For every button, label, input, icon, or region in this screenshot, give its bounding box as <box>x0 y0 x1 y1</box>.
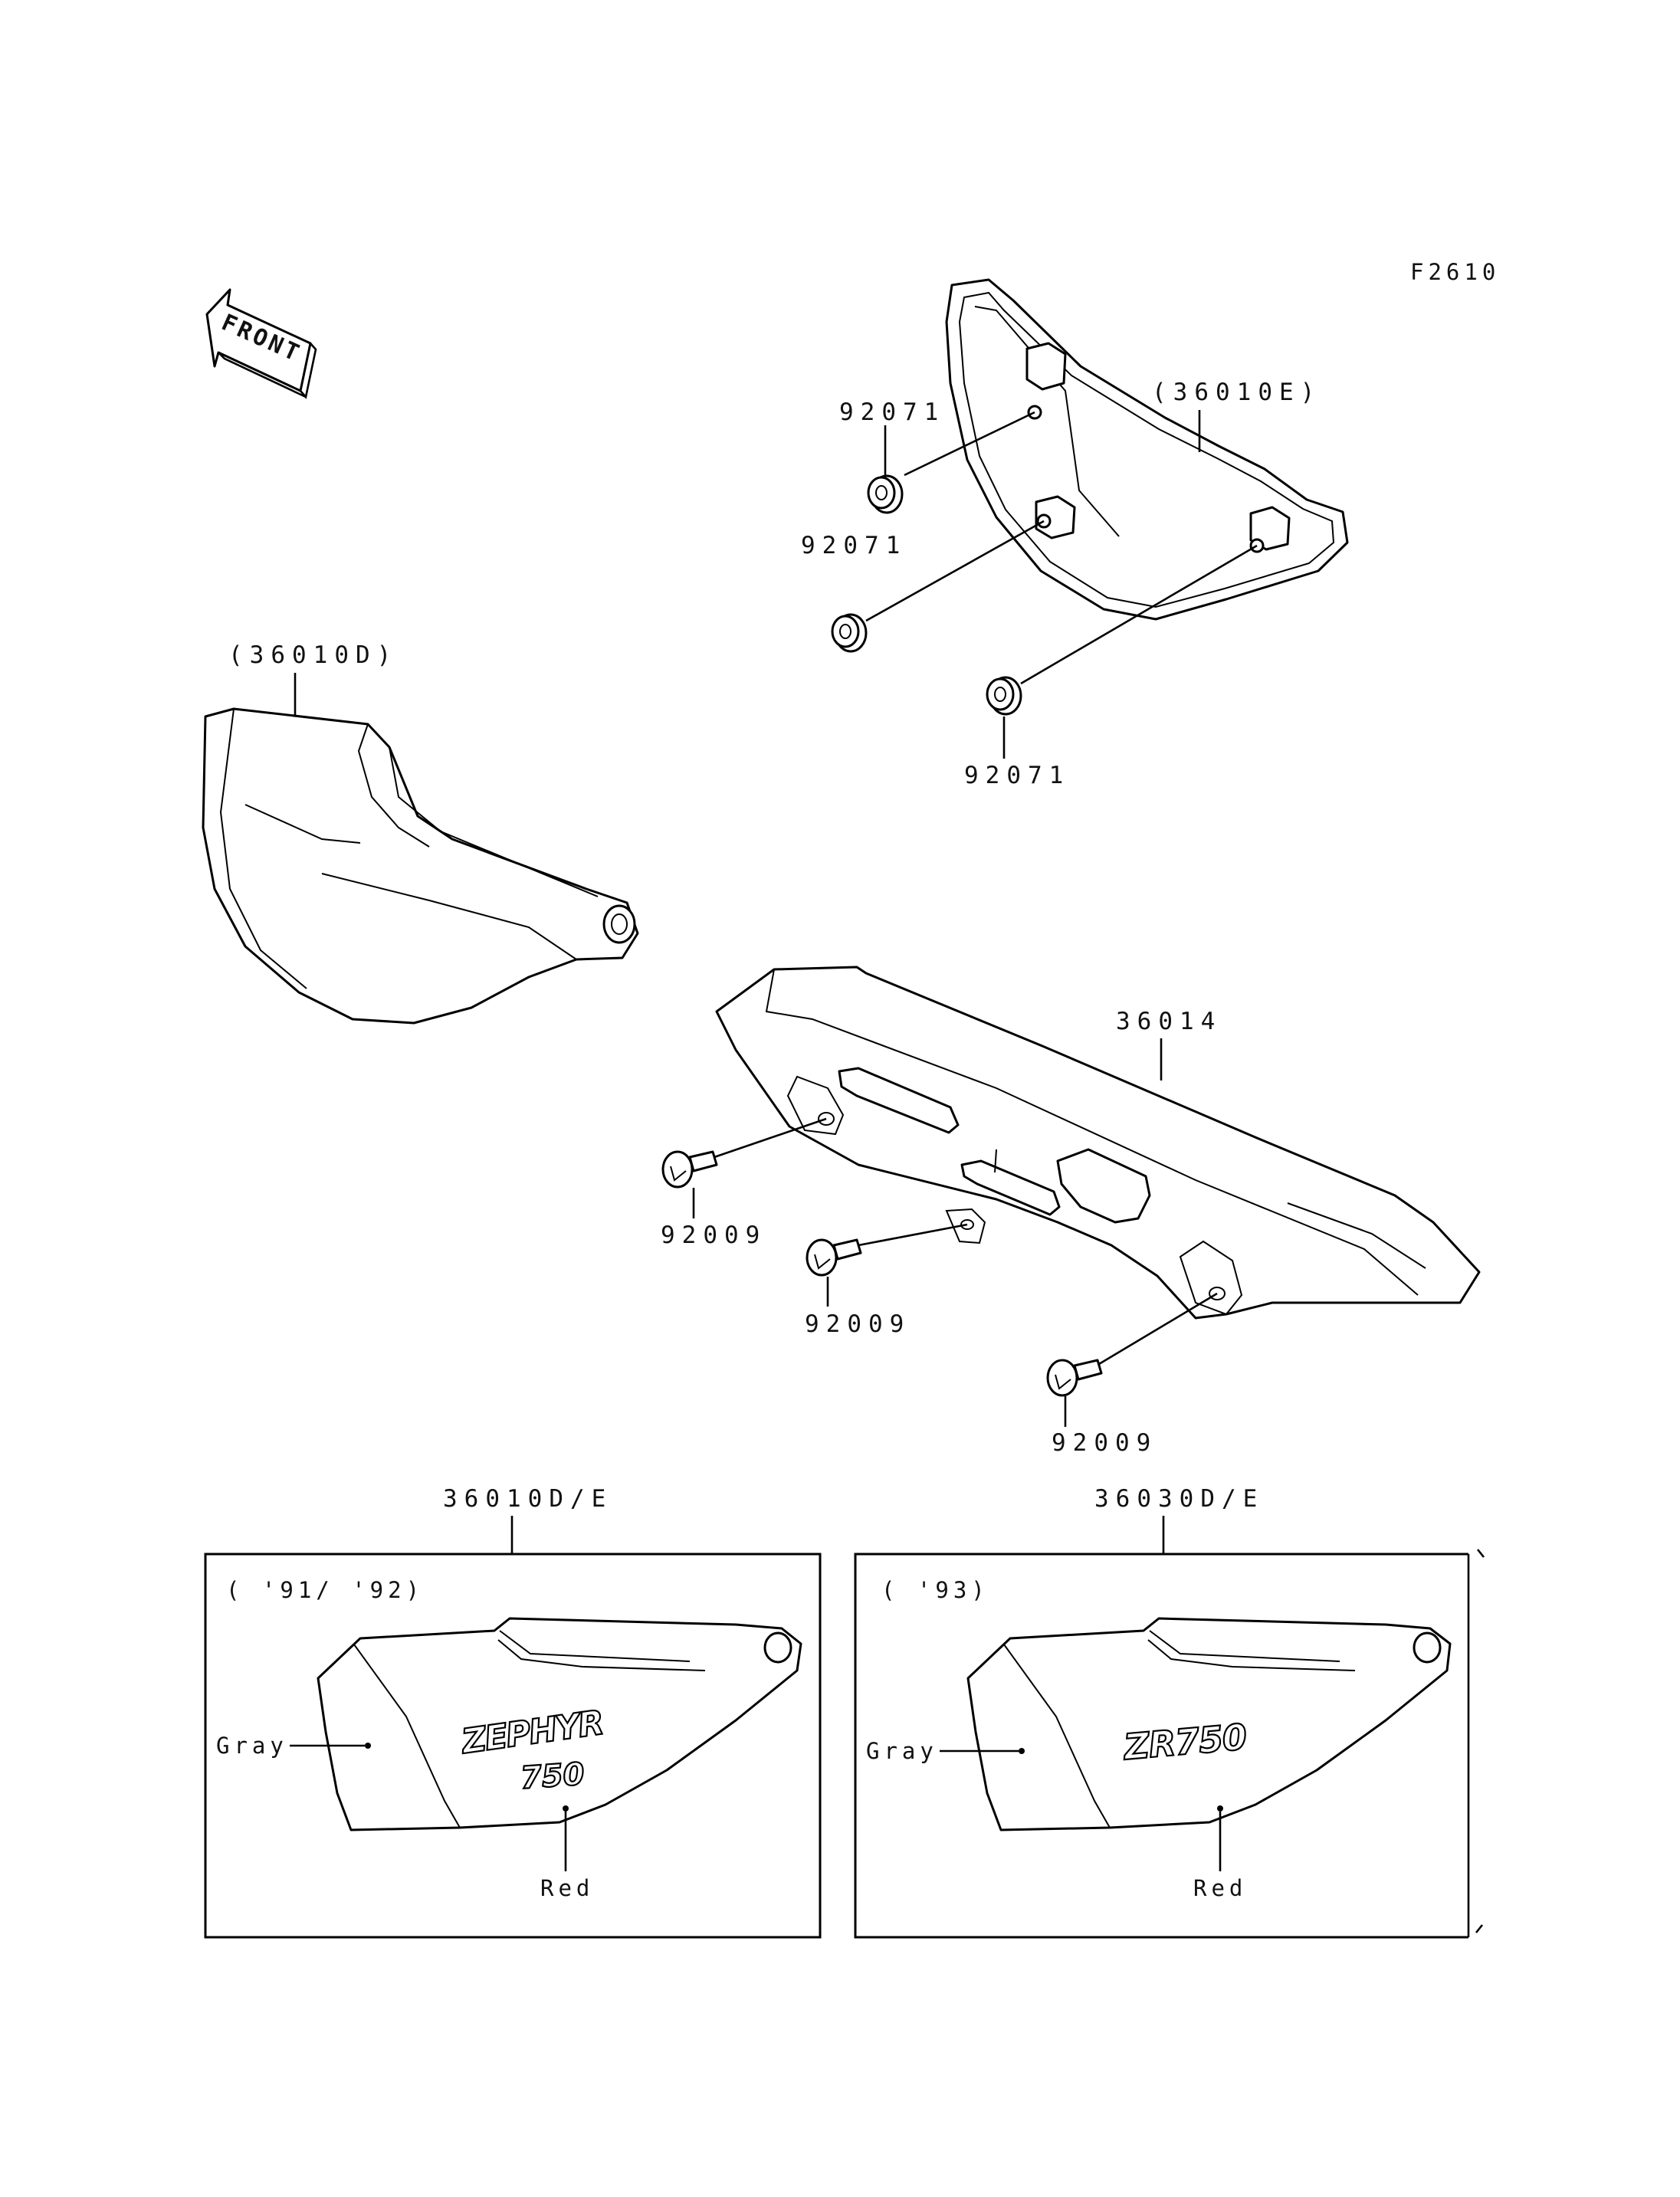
screw-3 <box>1046 1359 1103 1397</box>
variant-left-color-1: Gray <box>216 1733 288 1759</box>
variant-left-cover <box>317 1617 802 1831</box>
variant-left-label: 36010D/E <box>443 1485 612 1513</box>
variant-right-color-2: Red <box>1193 1875 1247 1901</box>
figure-code: F2610 <box>1410 259 1500 285</box>
callout-grommet-1: 92071 <box>839 398 945 426</box>
callout-grommet-3: 92071 <box>964 762 1070 789</box>
variant-right-color-1: Gray <box>866 1738 938 1764</box>
screw-2 <box>806 1238 862 1277</box>
variant-box-left: 36010D/E ( '91/ '92) ZEPHYR 750 Gray Red <box>204 1485 822 1939</box>
callout-grommet-2: 92071 <box>801 532 907 559</box>
side-cover-right <box>945 278 1349 621</box>
variant-right-cover <box>966 1617 1452 1831</box>
variant-right-years: ( '93) <box>881 1577 989 1603</box>
callout-screw-2: 92009 <box>805 1310 911 1338</box>
variant-left-color-2: Red <box>540 1875 594 1901</box>
callout-cover-right: (36010E) <box>1152 379 1321 406</box>
front-arrow-icon: FRONT <box>205 288 317 399</box>
variant-right-label: 36030D/E <box>1094 1485 1264 1513</box>
grommet-1 <box>867 474 904 514</box>
grommet-3 <box>986 676 1022 716</box>
variant-left-years: ( '91/ '92) <box>226 1577 424 1603</box>
callout-cover-left: (36010D) <box>228 641 398 669</box>
variant-box-right: 36030D/E ( '93) ZR750 Gray Red <box>854 1485 1485 1939</box>
callout-screw-1: 92009 <box>661 1221 766 1249</box>
callout-screw-3: 92009 <box>1052 1429 1157 1457</box>
screw-1 <box>661 1150 718 1189</box>
variant-left-logo-line2: 750 <box>519 1756 586 1796</box>
grommet-2 <box>831 613 868 653</box>
chain-cover <box>715 966 1481 1320</box>
callout-chain-cover: 36014 <box>1116 1008 1222 1035</box>
side-cover-left <box>202 707 639 1025</box>
